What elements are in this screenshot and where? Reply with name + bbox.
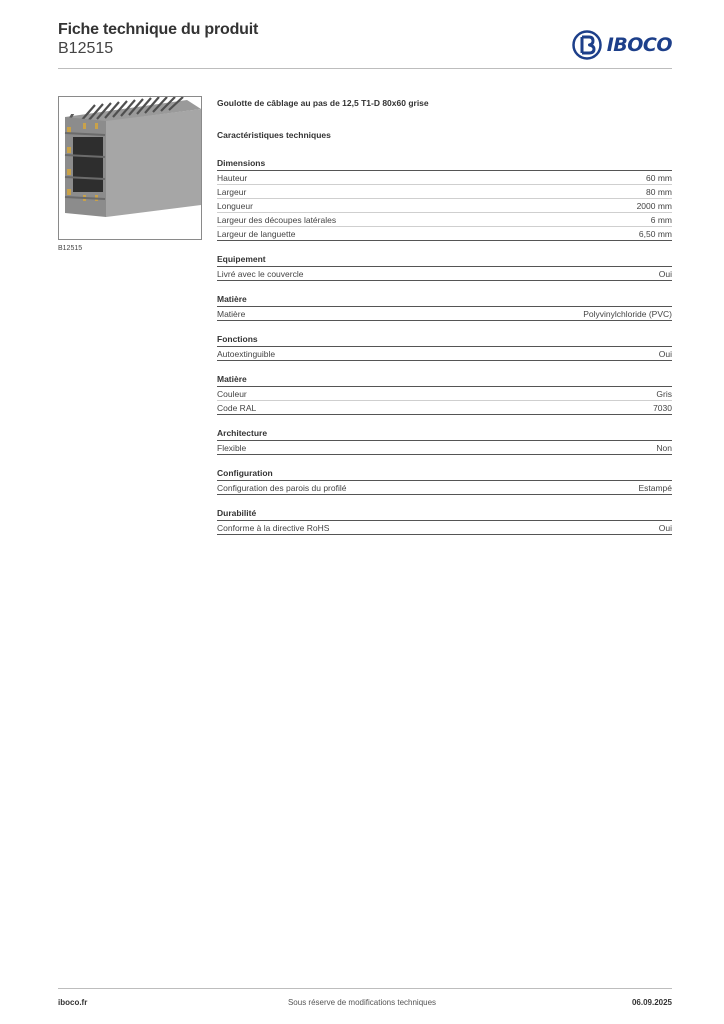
footer-disclaimer: Sous réserve de modifications techniques <box>287 998 437 1007</box>
spec-label: Largeur <box>217 187 247 197</box>
spec-row: Matière Polyvinylchloride (PVC) <box>217 307 672 321</box>
spec-label: Configuration des parois du profilé <box>217 483 347 493</box>
section-rows: Matière Polyvinylchloride (PVC) <box>217 307 672 321</box>
spec-label: Matière <box>217 309 246 319</box>
spec-label: Longueur <box>217 201 253 211</box>
spec-label: Couleur <box>217 389 247 399</box>
section-title: Dimensions <box>217 157 672 171</box>
spec-label: Largeur des découpes latérales <box>217 215 337 225</box>
cable-duct-illustration <box>64 97 201 217</box>
spec-value: Oui <box>658 523 672 533</box>
tech-specs-heading: Caractéristiques techniques <box>217 130 331 140</box>
spec-row: Hauteur 60 mm <box>217 171 672 185</box>
spec-value: 6,50 mm <box>638 229 672 239</box>
spec-row: Longueur 2000 mm <box>217 199 672 213</box>
section-title: Fonctions <box>217 333 672 347</box>
spec-value: Oui <box>658 269 672 279</box>
section-rows: Configuration des parois du profilé Estam… <box>217 481 672 495</box>
section-title: Durabilité <box>217 507 672 521</box>
product-name: Goulotte de câblage au pas de 12,5 T1-D … <box>217 98 429 108</box>
spec-row: Configuration des parois du profilé Estam… <box>217 481 672 495</box>
spec-label: Autoextinguible <box>217 349 276 359</box>
footer-date: 06.09.2025 <box>631 998 672 1007</box>
spec-value: 80 mm <box>646 187 672 197</box>
spec-value: Gris <box>656 389 672 399</box>
page-header: Fiche technique du produit B12515 IBOCO <box>58 20 673 68</box>
spec-row: Couleur Gris <box>217 387 672 401</box>
product-reference: B12515 <box>58 40 114 57</box>
spec-value: 2000 mm <box>636 201 672 211</box>
spec-row: Largeur de languette 6,50 mm <box>217 227 672 241</box>
footer-website: iboco.fr <box>58 998 88 1007</box>
brand-logo: IBOCO <box>571 29 673 61</box>
document-title: Fiche technique du produit <box>58 21 259 38</box>
spec-value: Non <box>656 443 672 453</box>
spec-value: 60 mm <box>646 173 672 183</box>
spec-value: 6 mm <box>650 215 672 225</box>
spec-label: Flexible <box>217 443 247 453</box>
spec-row: Flexible Non <box>217 441 672 455</box>
section-rows: Flexible Non <box>217 441 672 455</box>
section-title: Matière <box>217 373 672 387</box>
section-rows: Livré avec le couvercle Oui <box>217 267 672 281</box>
product-image <box>58 96 202 240</box>
spec-label: Livré avec le couvercle <box>217 269 304 279</box>
spec-label: Hauteur <box>217 173 248 183</box>
iboco-logo-icon <box>571 30 602 60</box>
spec-value: Oui <box>658 349 672 359</box>
section-rows: Autoextinguible Oui <box>217 347 672 361</box>
spec-row: Autoextinguible Oui <box>217 347 672 361</box>
section-title: Matière <box>217 293 672 307</box>
spec-content: Goulotte de câblage au pas de 12,5 T1-D … <box>217 97 672 535</box>
spec-value: Estampé <box>638 483 672 493</box>
spec-row: Livré avec le couvercle Oui <box>217 267 672 281</box>
spec-value: 7030 <box>653 403 672 413</box>
spec-row: Largeur des découpes latérales 6 mm <box>217 213 672 227</box>
section-rows: Conforme à la directive RoHS Oui <box>217 521 672 535</box>
footer-divider <box>58 988 672 989</box>
image-caption: B12515 <box>58 245 83 252</box>
spec-row: Code RAL 7030 <box>217 401 672 415</box>
spec-row: Conforme à la directive RoHS Oui <box>217 521 672 535</box>
section-title: Architecture <box>217 427 672 441</box>
header-divider <box>58 68 672 69</box>
brand-name: IBOCO <box>606 34 673 56</box>
spec-label: Conforme à la directive RoHS <box>217 523 330 533</box>
spec-label: Largeur de languette <box>217 229 296 239</box>
spec-value: Polyvinylchloride (PVC) <box>583 309 672 319</box>
spec-label: Code RAL <box>217 403 257 413</box>
section-title: Configuration <box>217 467 672 481</box>
spec-row: Largeur 80 mm <box>217 185 672 199</box>
section-title: Equipement <box>217 253 672 267</box>
